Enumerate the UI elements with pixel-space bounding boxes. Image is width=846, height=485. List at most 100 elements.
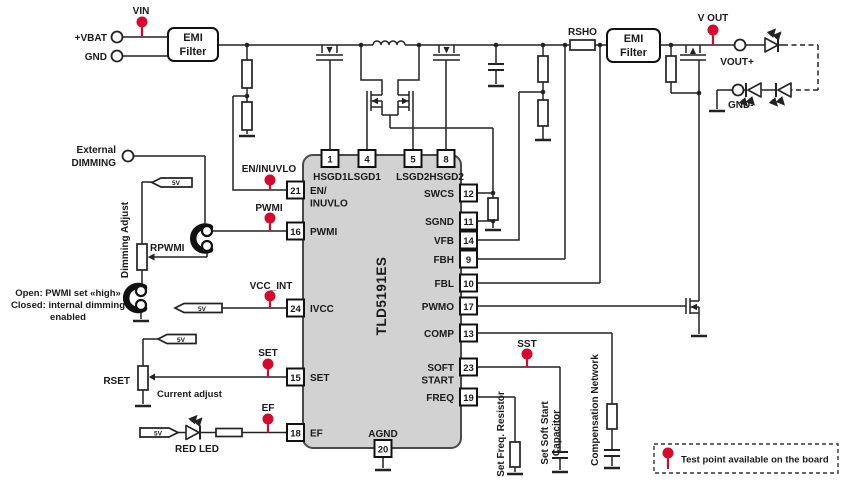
- vbat-terminal[interactable]: [110, 30, 124, 44]
- jumper-note-1: Open: PWMI set «high»: [15, 288, 121, 299]
- pin-9-label: FBH: [433, 255, 454, 266]
- rsho-label: RSHO: [568, 27, 597, 38]
- pin-13-label: COMP: [424, 329, 454, 340]
- pin-11: 11: [463, 217, 474, 228]
- inductor: [372, 40, 406, 46]
- ic-part-number: TLD5191ES: [374, 257, 389, 336]
- en-inuvlo-test-point: [264, 174, 276, 186]
- pin-14: 14: [463, 236, 474, 247]
- rpwmi-label: RPWMI: [150, 243, 185, 254]
- pin-10-label: FBL: [435, 279, 454, 290]
- net-flag-5v-dimming: 5V: [150, 177, 193, 188]
- legend-text: Test point available on the board: [681, 455, 829, 466]
- junction-dots: [244, 42, 702, 224]
- dimming-enable-jumper[interactable]: [122, 282, 148, 314]
- pin-21-label-2: INUVLO: [310, 199, 348, 210]
- pin-19-label: FREQ: [426, 393, 454, 404]
- pin-1: 1: [327, 155, 333, 166]
- terminals[interactable]: [110, 30, 747, 163]
- rset-potentiometer[interactable]: [137, 365, 155, 391]
- red-led-label: RED LED: [175, 444, 219, 455]
- led-string-dashed-wire: [783, 44, 819, 91]
- emi2-label-line1: EMI: [624, 33, 644, 45]
- pin-21: 21: [290, 186, 301, 197]
- pin-9: 9: [466, 255, 471, 266]
- vin-tp-label: VIN: [133, 6, 150, 17]
- emi1-label-line1: EMI: [183, 32, 203, 44]
- pwmi-tp-label: PWMI: [255, 203, 282, 214]
- external-dimming-label-2: DIMMING: [72, 158, 117, 169]
- ef-tp-label: EF: [262, 403, 275, 414]
- led-1: [764, 37, 779, 53]
- rset-label: RSET: [103, 376, 130, 387]
- pin-17: 17: [463, 302, 474, 313]
- ef-test-point: [262, 413, 274, 425]
- pin-20: 20: [378, 445, 389, 456]
- pwmi-test-point: [264, 212, 276, 224]
- pin-23-label-1: SOFT: [427, 363, 454, 374]
- pin-24: 24: [290, 304, 301, 315]
- pin-14-label: VFB: [434, 236, 454, 247]
- legend: Test point available on the board: [653, 443, 839, 474]
- mosfet-arrows: [326, 47, 697, 311]
- vout-plus-label: VOUT+: [720, 57, 754, 68]
- pin-24-label: IVCC: [310, 304, 334, 315]
- led-series-resistor: [215, 427, 243, 438]
- vout-plus-terminal[interactable]: [733, 38, 747, 52]
- gnd-label: GND: [85, 52, 107, 63]
- pin-8: 8: [443, 155, 448, 166]
- svg-text:5V: 5V: [177, 337, 186, 344]
- vbat-label: +VBAT: [75, 33, 107, 44]
- vcc-int-tp-label: VCC_INT: [250, 281, 293, 292]
- emi-filter-output: EMI Filter: [606, 28, 661, 63]
- pin-10: 10: [463, 279, 474, 290]
- vout-test-point: [707, 24, 719, 36]
- vout-tp-label: V OUT: [698, 13, 729, 24]
- rpwmi-potentiometer[interactable]: [136, 243, 155, 271]
- pin-4: 4: [364, 155, 370, 166]
- led-2: [777, 82, 792, 98]
- pin-21-label-1: EN/: [310, 186, 327, 197]
- external-dimming-terminal[interactable]: [121, 149, 135, 163]
- red-indicator-led: [185, 414, 203, 441]
- resistors: [215, 39, 677, 468]
- dimming-adjust-label: Dimming Adjust: [120, 201, 131, 278]
- sst-test-point: [521, 348, 533, 360]
- gnd-minus-terminal[interactable]: [731, 83, 745, 97]
- ic-tld5191es: TLD5191ES 1 4 5 8 HSGD1LSGD1 LSGD2HSGD2 …: [286, 149, 478, 458]
- emi-filter-input: EMI Filter: [167, 27, 219, 62]
- svg-text:5V: 5V: [198, 306, 207, 313]
- wires-signal: [133, 44, 783, 472]
- capacitors: [488, 63, 620, 459]
- svg-text:5V: 5V: [154, 431, 163, 438]
- gnd-terminal[interactable]: [110, 49, 124, 63]
- emi1-label-line2: Filter: [180, 46, 208, 58]
- pin-23: 23: [463, 363, 474, 374]
- comp-network-resistor: [606, 403, 618, 430]
- vcc-int-test-point: [264, 290, 276, 302]
- pin-12-label: SWCS: [424, 189, 454, 200]
- external-dimming-label-1: External: [77, 145, 117, 156]
- sst-tp-label: SST: [517, 339, 536, 350]
- pin-17-label: PWMO: [422, 302, 454, 313]
- net-flag-5v-ivcc: 5V: [173, 302, 223, 314]
- pin-23-label-2: START: [421, 376, 454, 387]
- test-points: [136, 16, 719, 433]
- pin-11-label: SGND: [425, 217, 454, 228]
- pin-20-label: AGND: [368, 429, 397, 440]
- vin-test-point: [136, 16, 148, 28]
- pin-19: 19: [463, 393, 474, 404]
- output-led-string: [738, 28, 792, 107]
- gnd-minus-label: GND-: [728, 100, 754, 111]
- pwmi-jumper[interactable]: [190, 223, 214, 254]
- current-adjust-label: Current adjust: [157, 389, 223, 400]
- set-freq-resistor-label: Set Freq. Resistor: [496, 391, 507, 477]
- set-test-point: [262, 358, 274, 370]
- pin-15: 15: [290, 373, 301, 384]
- soft-start-cap-label-1: Set Soft Start: [540, 401, 551, 465]
- ground-symbols: [133, 84, 725, 476]
- net-flag-5v-led: 5V: [139, 427, 180, 438]
- pin-15-label: SET: [310, 373, 329, 384]
